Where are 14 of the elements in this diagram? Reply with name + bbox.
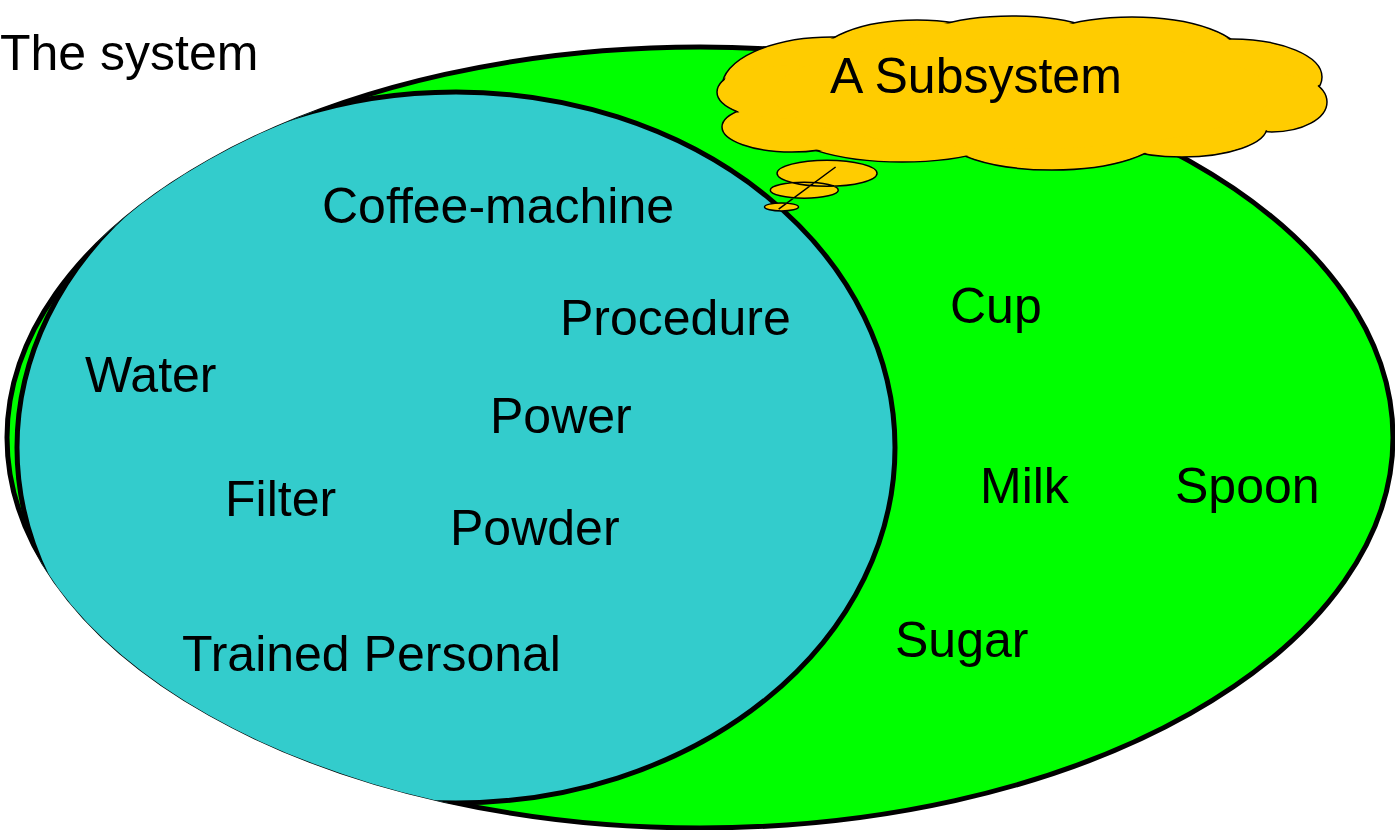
item-label: Coffee-machine: [322, 178, 675, 234]
item-label: Filter: [225, 471, 337, 527]
item-label: Cup: [950, 278, 1042, 334]
heading-label: The system: [0, 25, 259, 81]
item-label: A Subsystem: [830, 48, 1122, 104]
item-label: Milk: [980, 458, 1069, 514]
item-label: Sugar: [895, 612, 1029, 668]
item-label: Powder: [450, 500, 620, 556]
thought-bubble-trail: [763, 159, 878, 212]
item-label: Procedure: [560, 290, 791, 346]
item-label: Water: [85, 347, 217, 403]
item-label: Trained Personal: [182, 626, 561, 682]
item-label: Power: [490, 388, 632, 444]
item-label: Spoon: [1175, 458, 1320, 514]
